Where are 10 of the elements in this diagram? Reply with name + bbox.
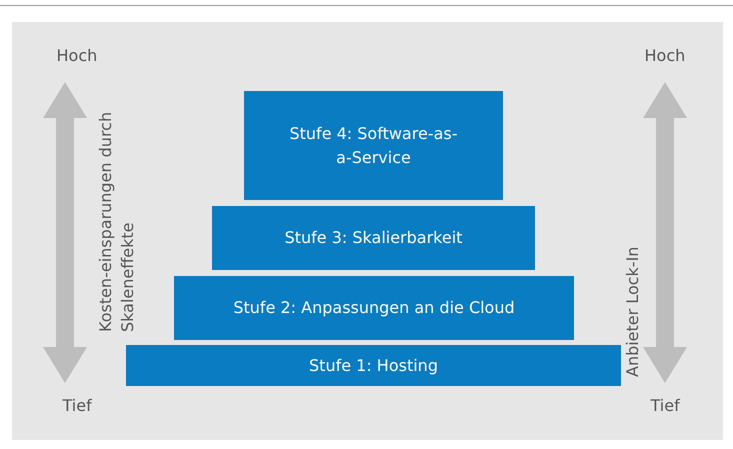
- scale-label: Hoch: [644, 46, 686, 65]
- stage-box: Stufe 1: Hosting: [126, 345, 621, 386]
- scale-label: Tief: [62, 396, 92, 415]
- scale-label: Hoch: [56, 46, 98, 65]
- stage-box: Stufe 2: Anpassungen an die Cloud: [174, 276, 574, 340]
- scale-label: Tief: [650, 396, 680, 415]
- axis-label: Anbieter Lock-In: [622, 246, 643, 377]
- stage-box: Stufe 4: Software-as-a-Service: [244, 91, 503, 200]
- axis-label: Kosten-einsparungen durch Skaleneffekte: [95, 110, 138, 332]
- stage-box: Stufe 3: Skalierbarkeit: [212, 206, 535, 270]
